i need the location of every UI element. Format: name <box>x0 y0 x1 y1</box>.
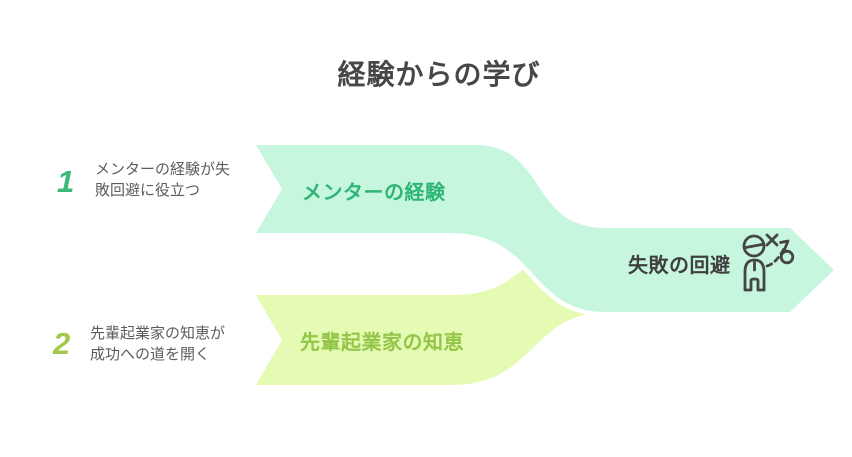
strategy-tactics-icon <box>742 233 795 292</box>
icon-head-band <box>743 242 765 250</box>
arrow-label-1: メンターの経験 <box>302 182 446 204</box>
icon-x-mark <box>765 233 779 247</box>
step-description-2: 先輩起業家の知恵が成功への道を開く <box>90 325 226 363</box>
arrow-label-2: 先輩起業家の知恵 <box>300 332 464 354</box>
icon-person-torso <box>743 258 766 292</box>
step-number-2: 2 <box>53 326 70 361</box>
page-title: 経験からの学び <box>337 59 541 90</box>
outcome-label: 失敗の回避 <box>628 255 731 277</box>
step-number-1: 1 <box>57 164 74 199</box>
icon-person-head <box>742 234 766 258</box>
icon-dot-circle <box>779 249 795 265</box>
ribbon-band-1 <box>248 140 841 317</box>
icon-arrow-head <box>779 239 790 251</box>
step-description-1: メンターの経験が失敗回避に役立つ <box>95 161 231 199</box>
